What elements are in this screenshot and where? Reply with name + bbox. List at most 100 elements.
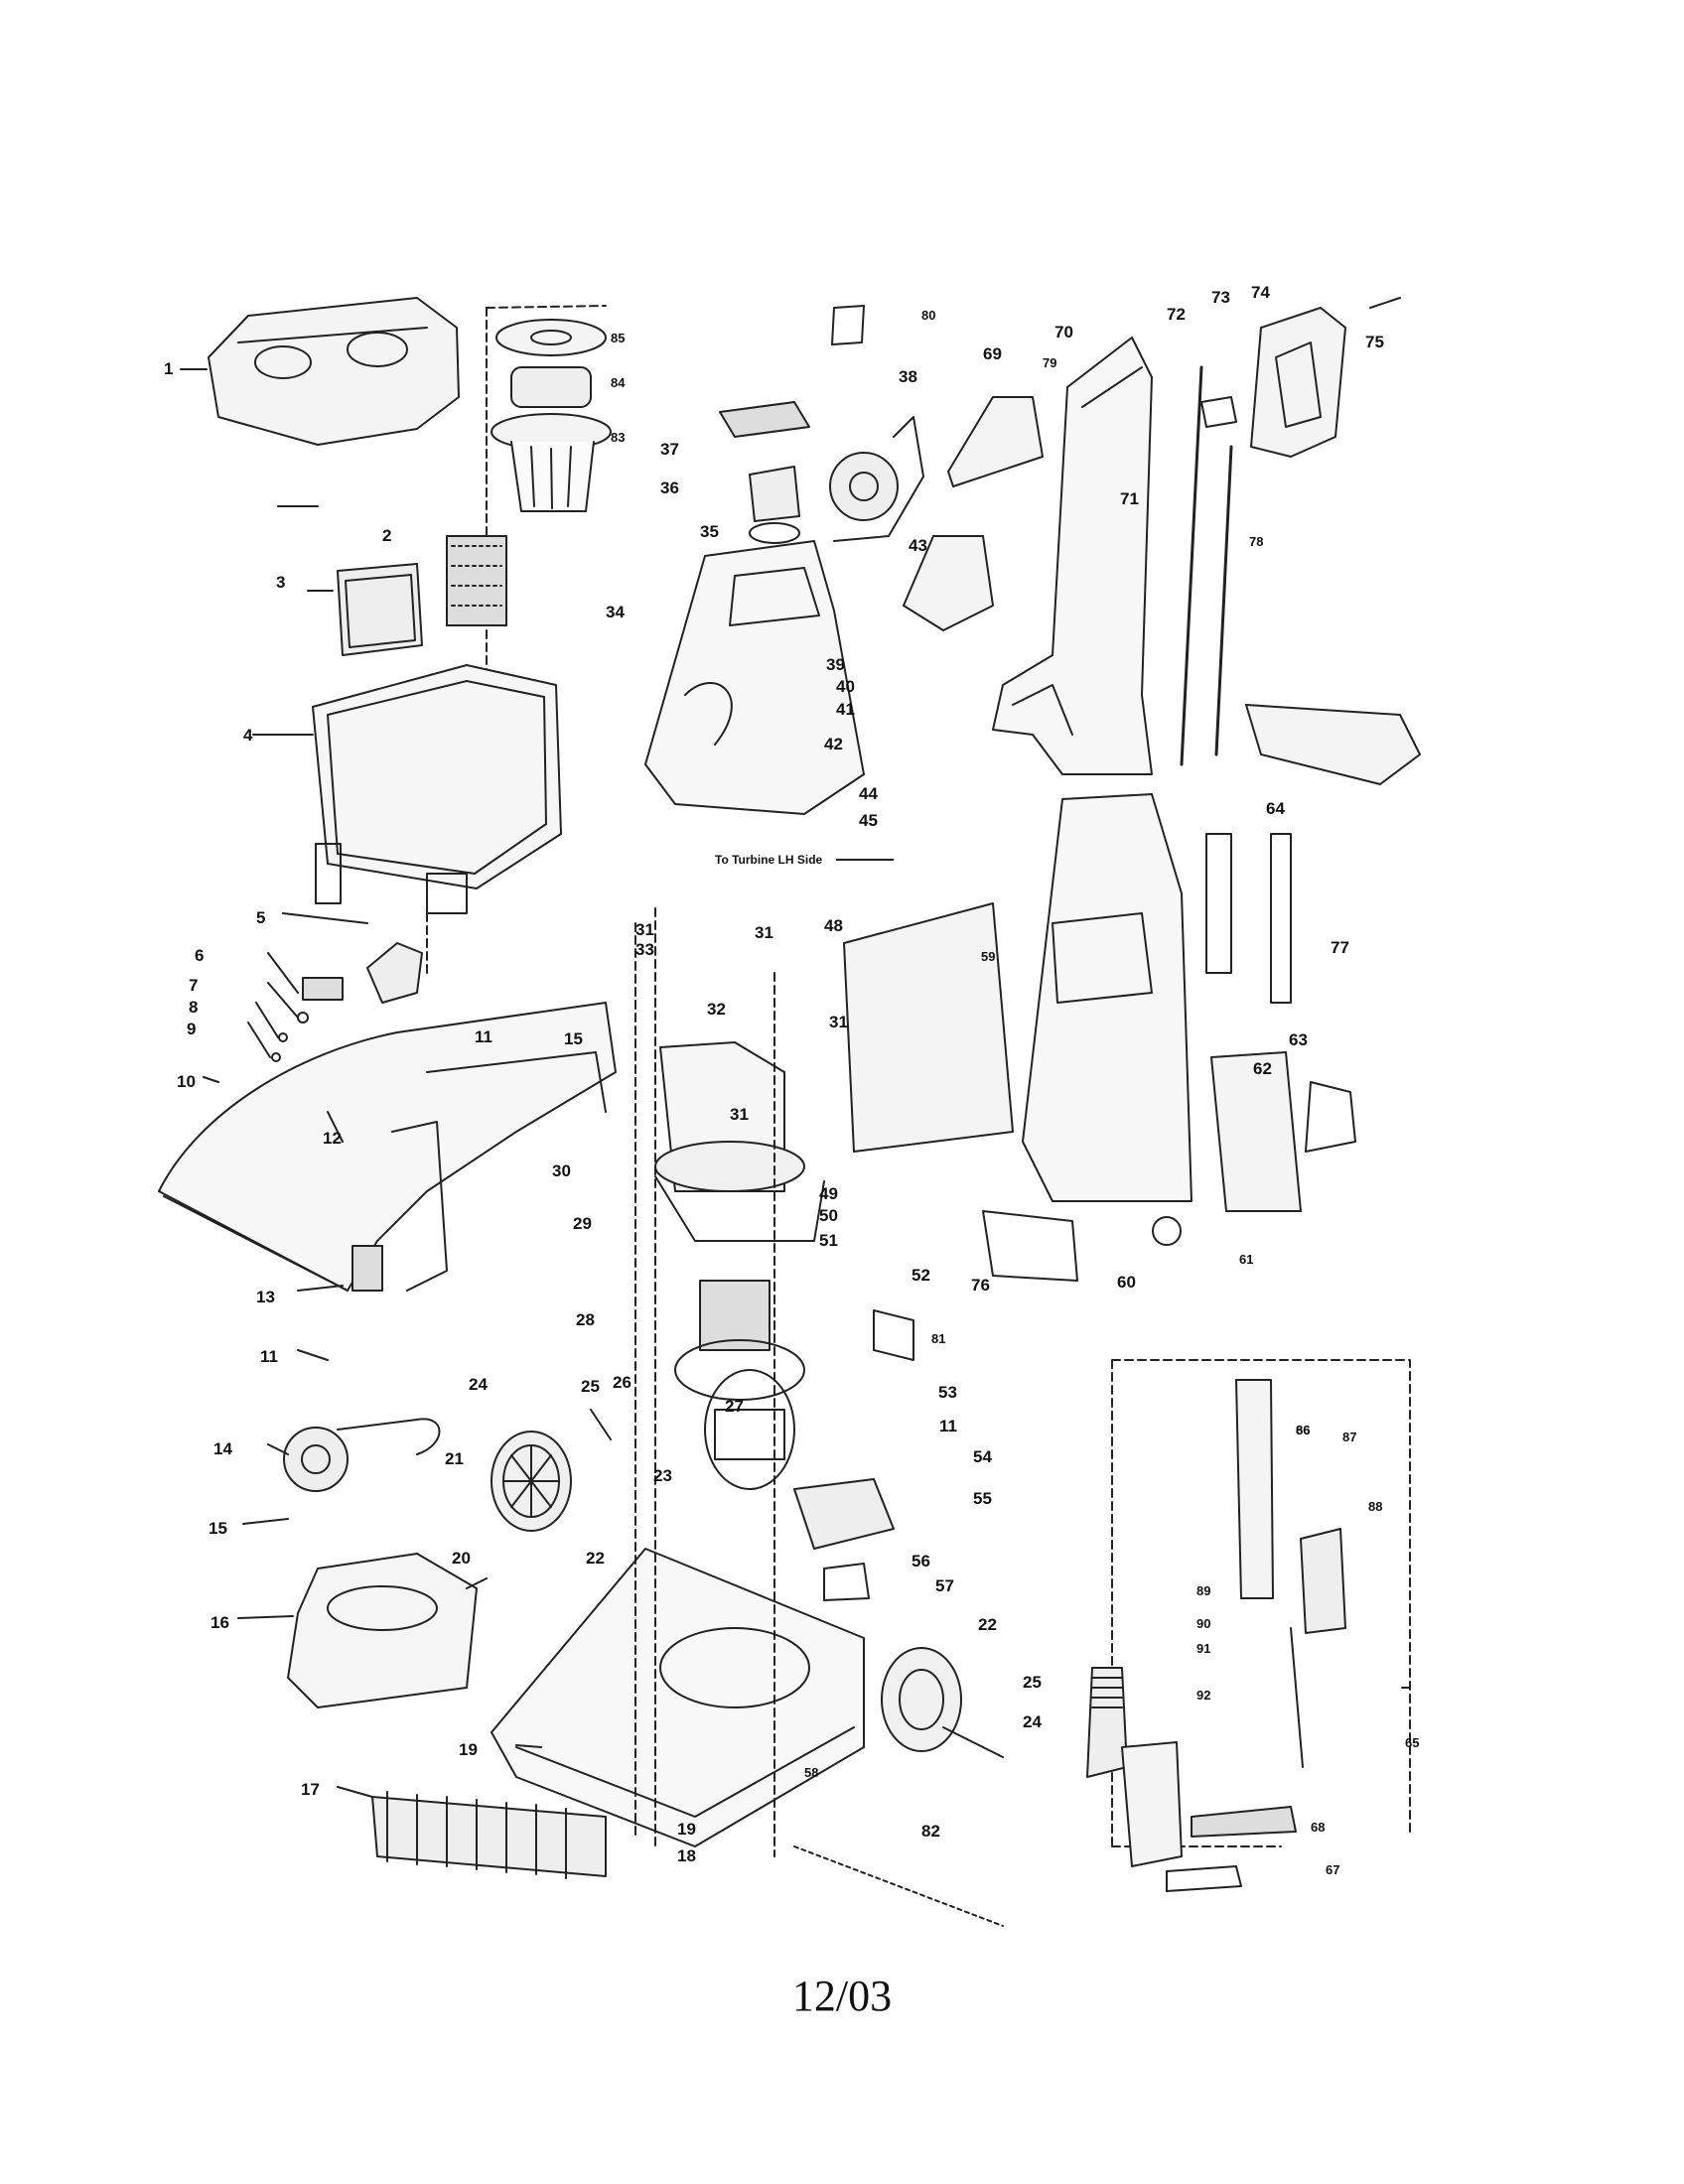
callout-36: 36 — [660, 478, 679, 497]
part-rear-housing — [843, 793, 1193, 1202]
part-solution-tank — [312, 664, 562, 914]
callout-17: 17 — [301, 1780, 320, 1799]
part-filter-stack — [491, 319, 612, 512]
callout-24a: 24 — [469, 1375, 488, 1394]
callout-8: 8 — [189, 998, 198, 1017]
part-37-latch — [719, 401, 810, 438]
callout-40: 40 — [836, 677, 855, 696]
part-36-float — [749, 466, 800, 522]
part-80 — [831, 305, 865, 345]
part-handle-wires — [1180, 365, 1233, 766]
callout-33: 33 — [635, 940, 654, 959]
part-hood-side — [391, 1121, 448, 1292]
callout-12: 12 — [323, 1129, 342, 1148]
callout-11c: 11 — [939, 1417, 957, 1435]
part-9 — [271, 1052, 281, 1062]
callout-28: 28 — [576, 1310, 595, 1329]
callout-84: 84 — [611, 375, 626, 390]
callout-81: 81 — [931, 1331, 945, 1346]
callout-60: 60 — [1117, 1273, 1136, 1292]
callout-55: 55 — [973, 1489, 992, 1508]
part-wheel-left — [491, 1431, 572, 1532]
callout-24b: 24 — [1023, 1712, 1042, 1731]
callout-23: 23 — [653, 1466, 672, 1485]
callout-45: 45 — [859, 811, 878, 830]
turbine-note: To Turbine LH Side — [715, 853, 823, 867]
callout-16: 16 — [210, 1613, 229, 1632]
callout-6: 6 — [195, 946, 204, 965]
callout-72: 72 — [1167, 305, 1186, 324]
callout-30: 30 — [552, 1161, 571, 1180]
part-68 — [1191, 1806, 1297, 1838]
part-8 — [278, 1032, 288, 1042]
callout-20: 20 — [452, 1549, 471, 1568]
callout-89: 89 — [1196, 1583, 1210, 1598]
callout-22b: 22 — [978, 1615, 997, 1634]
callout-22a: 22 — [586, 1549, 605, 1568]
callout-61: 61 — [1239, 1252, 1253, 1267]
callout-79: 79 — [1043, 355, 1056, 370]
callout-31d: 31 — [730, 1105, 749, 1124]
callout-4: 4 — [243, 726, 253, 745]
callout-64: 64 — [1266, 799, 1285, 818]
callout-63: 63 — [1289, 1030, 1308, 1049]
page-date-footer: 12/03 — [791, 1972, 893, 2020]
callout-76: 76 — [971, 1276, 990, 1295]
callout-48: 48 — [824, 916, 843, 935]
callout-51: 51 — [819, 1231, 838, 1250]
part-73 — [1200, 396, 1237, 428]
callout-77: 77 — [1331, 938, 1349, 957]
callout-67: 67 — [1326, 1862, 1339, 1877]
part-motor-housing — [654, 1041, 825, 1490]
part-filter-cover — [337, 563, 423, 656]
callout-92: 92 — [1196, 1688, 1210, 1703]
callout-69: 69 — [983, 344, 1002, 363]
callout-37: 37 — [660, 440, 679, 459]
callout-54: 54 — [973, 1447, 992, 1466]
callout-85: 85 — [611, 331, 625, 345]
callout-7: 7 — [189, 976, 198, 995]
callout-66: 66 — [1296, 1423, 1310, 1437]
part-rod-a — [1205, 833, 1232, 974]
part-handle-body — [992, 337, 1153, 775]
callout-68: 68 — [1311, 1820, 1325, 1835]
callout-80: 80 — [921, 308, 935, 323]
callout-14: 14 — [213, 1439, 232, 1458]
part-82 — [793, 1845, 1004, 1927]
callout-74: 74 — [1251, 283, 1270, 302]
callout-62: 62 — [1253, 1059, 1272, 1078]
callout-70: 70 — [1054, 323, 1073, 341]
callout-82: 82 — [921, 1822, 940, 1841]
part-recovery-tank — [644, 540, 865, 815]
part-75 — [1369, 297, 1401, 309]
callout-31c: 31 — [829, 1013, 848, 1031]
callout-9: 9 — [187, 1020, 196, 1038]
callout-52: 52 — [912, 1266, 930, 1285]
callout-42: 42 — [824, 735, 843, 753]
callout-5: 5 — [256, 908, 265, 927]
callout-73: 73 — [1211, 288, 1230, 307]
part-64-bracket — [1245, 704, 1421, 785]
callout-15b: 15 — [564, 1029, 583, 1048]
callout-90: 90 — [1196, 1616, 1210, 1631]
part-63 — [1305, 1081, 1356, 1153]
part-56-57 — [823, 1563, 870, 1601]
callout-11b: 11 — [260, 1347, 278, 1366]
callout-49: 49 — [819, 1184, 838, 1203]
callout-18: 18 — [677, 1846, 696, 1865]
callout-34: 34 — [606, 603, 625, 621]
callout-25b: 25 — [1023, 1673, 1042, 1692]
part-60-wheel — [1152, 1216, 1182, 1246]
part-13 — [351, 1245, 383, 1292]
callout-56: 56 — [912, 1552, 930, 1570]
callout-15a: 15 — [209, 1519, 227, 1538]
callout-39: 39 — [826, 655, 845, 674]
part-base — [491, 1548, 865, 1847]
callout-58: 58 — [804, 1765, 818, 1780]
part-7 — [297, 1012, 309, 1024]
callout-41: 41 — [836, 700, 855, 719]
part-5 — [366, 942, 423, 1004]
part-turbine — [283, 1418, 441, 1492]
callout-35: 35 — [700, 522, 719, 541]
part-upholstery-tool — [1235, 1379, 1346, 1768]
